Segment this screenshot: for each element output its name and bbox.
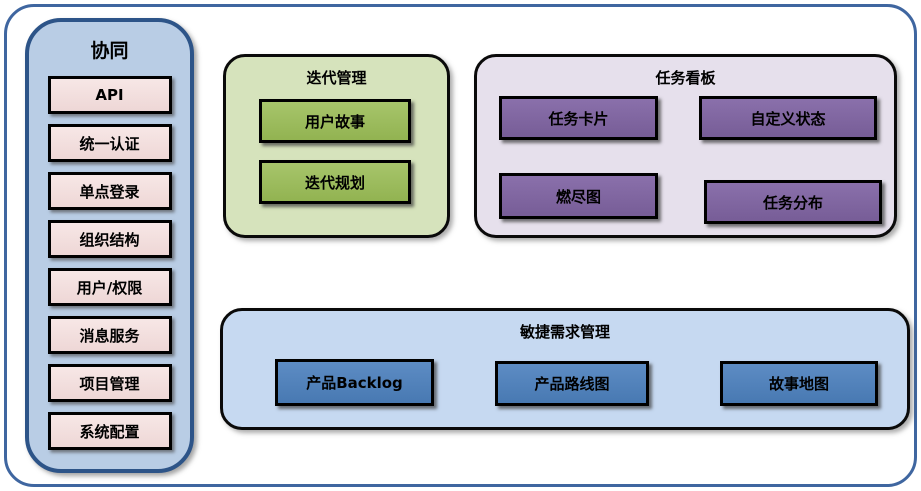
task-kanban-group: 任务看板 任务卡片 自定义状态 燃尽图 任务分布: [474, 54, 897, 238]
item-story-map: 故事地图: [720, 361, 878, 406]
sidebar-item-user-permission: 用户/权限: [47, 268, 172, 306]
sidebar-item-api: API: [47, 76, 172, 114]
item-custom-status: 自定义状态: [699, 96, 877, 140]
item-task-distribution: 任务分布: [704, 180, 882, 224]
item-burndown-chart: 燃尽图: [499, 173, 658, 219]
item-product-roadmap: 产品路线图: [495, 361, 649, 406]
agile-requirement-group: 敏捷需求管理 产品Backlog 产品路线图 故事地图: [220, 308, 910, 430]
sidebar-item-project-mgmt: 项目管理: [47, 364, 172, 402]
collaboration-panel-title: 协同: [90, 40, 129, 62]
item-iteration-planning: 迭代规划: [259, 160, 411, 204]
item-user-story: 用户故事: [259, 99, 411, 143]
iteration-management-group: 迭代管理 用户故事 迭代规划: [223, 54, 450, 238]
task-kanban-title: 任务看板: [655, 69, 716, 87]
sidebar-item-sso: 单点登录: [47, 172, 172, 210]
item-product-backlog: 产品Backlog: [275, 359, 434, 406]
sidebar-item-org-structure: 组织结构: [47, 220, 172, 258]
sidebar-item-unified-auth: 统一认证: [47, 124, 172, 162]
outer-frame: 协同 API 统一认证 单点登录 组织结构 用户/权限 消息服务 项目管理 系统…: [4, 4, 917, 487]
agile-requirement-title: 敏捷需求管理: [519, 323, 610, 341]
sidebar-item-system-config: 系统配置: [47, 412, 172, 450]
collaboration-panel: 协同 API 统一认证 单点登录 组织结构 用户/权限 消息服务 项目管理 系统…: [25, 18, 194, 473]
iteration-management-title: 迭代管理: [306, 69, 367, 87]
sidebar-item-message-service: 消息服务: [47, 316, 172, 354]
collaboration-item-list: API 统一认证 单点登录 组织结构 用户/权限 消息服务 项目管理 系统配置: [29, 76, 190, 450]
item-task-card: 任务卡片: [499, 96, 658, 140]
